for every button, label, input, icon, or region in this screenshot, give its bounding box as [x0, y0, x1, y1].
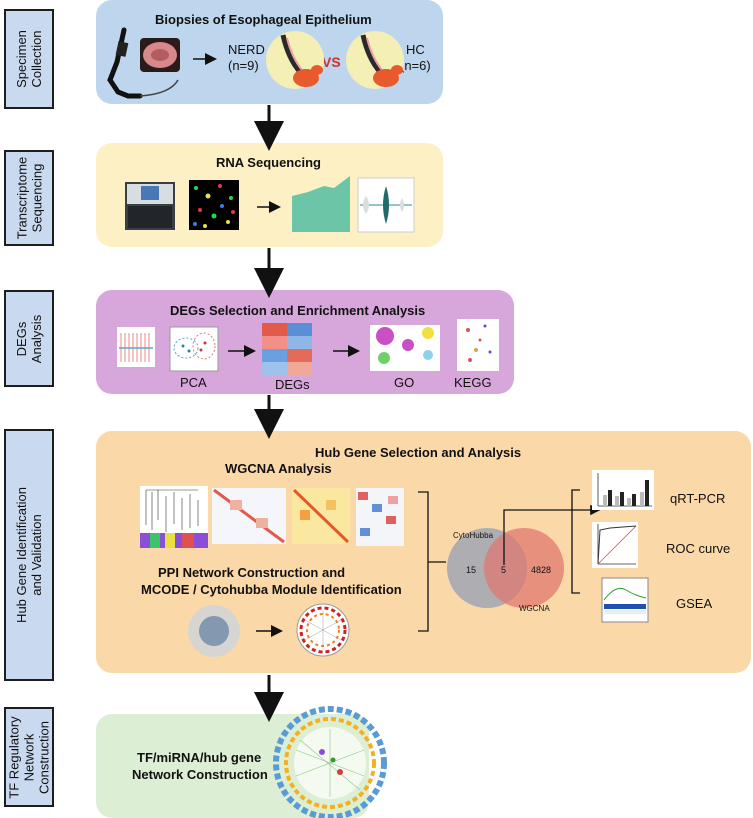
vs-label: VS	[322, 54, 341, 70]
biopsy-image-icon	[140, 38, 180, 72]
bracket-connector	[418, 491, 446, 632]
wgcna-title: WGCNA Analysis	[225, 461, 332, 476]
hub-title: Hub Gene Selection and Analysis	[315, 445, 522, 460]
qrt-label: qRT-PCR	[670, 491, 726, 506]
venn-left-count: 15	[466, 565, 477, 575]
gsea-label: GSEA	[676, 596, 713, 611]
ppi-title-line1: PPI Network Construction and	[158, 565, 346, 580]
module-heatmap-icon	[292, 488, 350, 544]
hc-count: (n=6)	[400, 58, 431, 73]
side-label-transcriptome: Transcriptome Sequencing	[4, 150, 54, 246]
specimen-title: Biopsies of Esophageal Epithelium	[155, 12, 372, 27]
fluorescence-image-icon	[189, 180, 239, 230]
ppi-title-line2: MCODE / Cytohubba Module Identification	[141, 582, 402, 597]
go-label: GO	[394, 375, 415, 390]
kegg-dotplot-icon	[457, 319, 499, 371]
venn-right-label: WGCNA	[519, 604, 550, 613]
degs-title: DEGs Selection and Enrichment Analysis	[170, 303, 426, 318]
side-label-hub: Hub Gene Identification and Validation	[4, 429, 54, 681]
degs-label: DEGs	[275, 377, 310, 392]
trait-heatmap-icon	[356, 488, 404, 546]
side-label-degs: DEGs Analysis	[4, 290, 54, 387]
endoscope-icon	[107, 27, 179, 99]
venn-right-count: 4828	[531, 565, 552, 575]
nerd-label: NERD	[228, 42, 265, 57]
tf-title-line1: TF/miRNA/hub gene	[137, 750, 262, 765]
bar-chart-icon	[592, 470, 654, 510]
sequencer-icon	[125, 182, 175, 230]
pca-label: PCA	[180, 375, 207, 390]
esophagus-icon	[346, 31, 404, 89]
heatmap-icon	[262, 323, 312, 375]
side-label-specimen: Specimen Collection	[4, 9, 54, 109]
boxplot-icon	[117, 327, 155, 367]
hc-label: HC	[406, 42, 425, 57]
go-bubble-icon	[370, 325, 440, 371]
kegg-label: KEGG	[454, 375, 492, 390]
violin-plot-icon	[357, 177, 415, 233]
nerd-count: (n=9)	[228, 58, 259, 73]
venn-left-label: CytoHubba	[453, 531, 494, 540]
pca-plot-icon	[169, 326, 219, 372]
dendrogram-icon	[140, 486, 208, 548]
tom-heatmap-icon	[212, 488, 286, 544]
tf-title-line2: Network Construction	[132, 767, 268, 782]
venn-overlap-count: 5	[501, 565, 507, 575]
hub-network-icon	[296, 603, 350, 657]
bar-chart-icon	[292, 176, 350, 232]
side-label-tf: TF Regulatory Network Construction	[4, 707, 54, 807]
gsea-plot-icon	[601, 577, 649, 623]
tf-network-icon	[273, 706, 387, 818]
network-icon	[188, 605, 240, 657]
roc-label: ROC curve	[666, 541, 731, 556]
esophagus-icon	[266, 31, 324, 89]
rnaseq-title: RNA Sequencing	[216, 155, 321, 170]
roc-curve-icon	[592, 522, 638, 568]
